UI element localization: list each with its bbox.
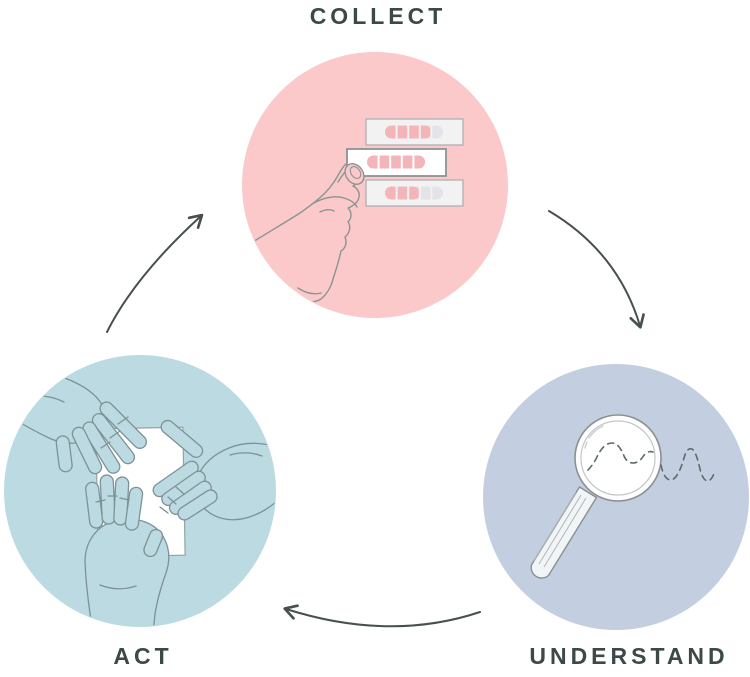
hand-right-icon [152,419,275,521]
node-label-understand: UNDERSTAND [529,643,729,669]
test-strip [365,118,464,146]
dashed-wave-icon [587,442,716,482]
arrow-act-to-collect [106,213,204,333]
arrow-collect-to-understand [548,210,645,329]
node-act [4,355,276,627]
test-strip [365,179,464,207]
arrow-understand-to-act [283,604,481,628]
node-understand [483,364,749,630]
hands-reaching-paper-icon [5,370,275,626]
test-strips [346,118,464,207]
hand-bottom-icon [84,474,170,626]
node-label-collect: COLLECT [309,3,447,29]
node-label-act: ACT [113,643,173,669]
magnifier-handle [530,486,598,579]
magnifier-lens [574,414,662,502]
test-strip [346,148,447,177]
node-collect [242,52,508,318]
magnifying-glass-icon [530,414,716,579]
fingertip-icon [344,163,365,185]
